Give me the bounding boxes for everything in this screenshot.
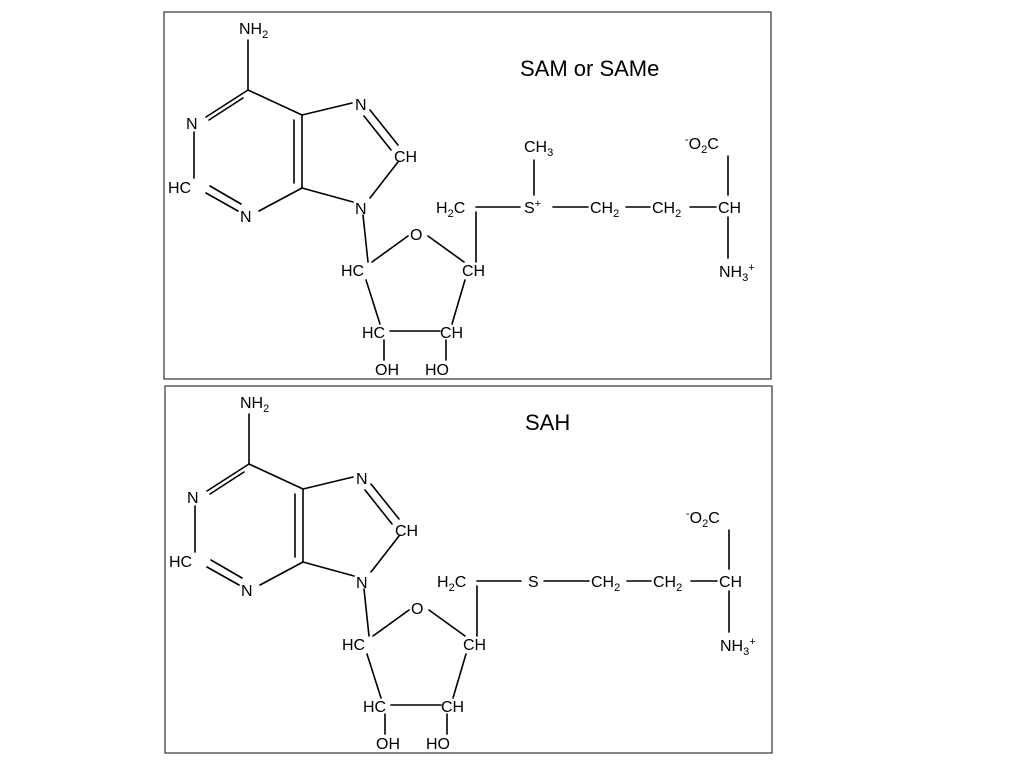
atom-carboxylate: -O2C [686, 508, 720, 530]
atom-amino-nh2: NH2 [240, 395, 269, 415]
atom-c4-prime: CH [463, 637, 486, 654]
bond-lines [193, 39, 729, 361]
atom-ammonium: NH3+ [719, 262, 755, 284]
atom-n7: N [356, 471, 368, 488]
atom-c3-prime: CH [440, 325, 463, 342]
atom-c1-prime: HC [341, 263, 364, 280]
atom-ring-oxygen: O [411, 601, 423, 618]
atom-c2: HC [169, 554, 192, 571]
panel-frame [163, 11, 772, 380]
atom-c1-prime: HC [342, 637, 365, 654]
atom-c5-prime-h2c: H2C [437, 574, 466, 594]
atom-n1: N [187, 490, 199, 507]
atom-c2: HC [168, 180, 191, 197]
atom-n3: N [241, 583, 253, 600]
panel-title: SAM or SAMe [520, 56, 659, 81]
atom-ch2-a: CH2 [590, 200, 619, 220]
atom-n1: N [186, 116, 198, 133]
atom-c3-prime: CH [441, 699, 464, 716]
atom-n9: N [356, 575, 368, 592]
atom-ring-oxygen: O [410, 227, 422, 244]
atom-alpha-ch: CH [718, 200, 741, 217]
atom-ch2-a: CH2 [591, 574, 620, 594]
atom-hydroxyl-ho: HO [426, 736, 450, 753]
atom-sulfonium: S+ [524, 198, 541, 217]
atom-thioether-s: S [528, 574, 539, 591]
atom-n9: N [355, 201, 367, 218]
atom-c5-prime-h2c: H2C [436, 200, 465, 220]
atom-n3: N [240, 209, 252, 226]
atom-hydroxyl-oh: OH [375, 362, 399, 379]
atom-c2-prime: HC [362, 325, 385, 342]
bond-lines [194, 413, 730, 735]
atom-carboxylate: -O2C [685, 134, 719, 156]
atom-ch2-b: CH2 [652, 200, 681, 220]
atom-alpha-ch: CH [719, 574, 742, 591]
atom-ammonium: NH3+ [720, 636, 756, 658]
atom-hydroxyl-oh: OH [376, 736, 400, 753]
atom-c2-prime: HC [363, 699, 386, 716]
atom-methyl-ch3: CH3 [524, 139, 553, 159]
atom-c8: CH [394, 149, 417, 166]
atom-hydroxyl-ho: HO [425, 362, 449, 379]
panel-frame [164, 385, 773, 754]
panel-sah: SAH [164, 385, 773, 754]
atom-c4-prime: CH [462, 263, 485, 280]
atom-amino-nh2: NH2 [239, 21, 268, 41]
panel-sam: SAM or SAMe [163, 11, 772, 380]
atom-ch2-b: CH2 [653, 574, 682, 594]
panel-title: SAH [525, 410, 570, 435]
atom-n7: N [355, 97, 367, 114]
atom-c8: CH [395, 523, 418, 540]
